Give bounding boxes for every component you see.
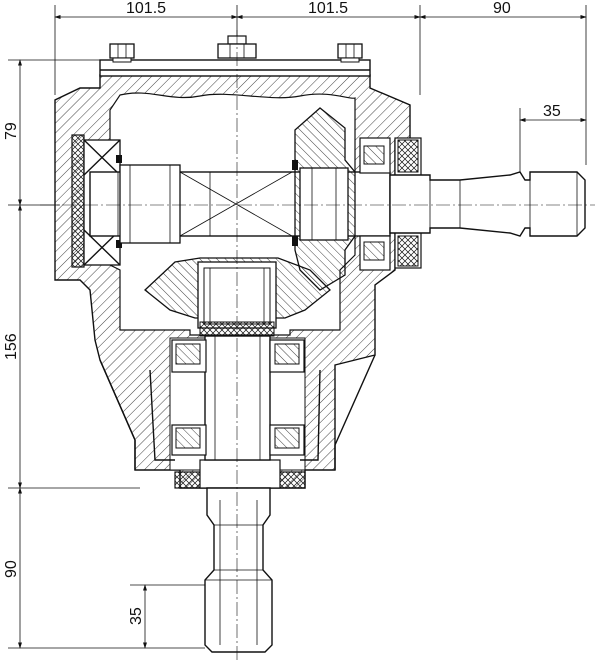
bottom-output-shaft <box>204 487 273 653</box>
center-lines <box>40 30 595 660</box>
dim-left-upper: 79 <box>3 122 20 140</box>
dim-bottom-shaft: 90 <box>3 560 20 578</box>
side-output-shaft <box>389 171 586 237</box>
dim-top-right: 101.5 <box>308 0 348 17</box>
bevel-gear-icon <box>292 107 356 291</box>
dim-side-key: 35 <box>543 103 561 120</box>
dim-bottom-key: 35 <box>128 607 145 625</box>
dim-top-left: 101.5 <box>126 0 166 17</box>
dim-left-lower: 156 <box>3 333 20 360</box>
tapered-roller-bearing-icon <box>171 339 305 456</box>
hex-bolt-icon <box>337 43 363 63</box>
dimension-lines <box>8 5 587 649</box>
vertical-shaft <box>204 335 271 461</box>
dim-top-shaft: 90 <box>493 0 511 17</box>
top-cover <box>99 59 371 77</box>
hex-bolt-icon <box>109 43 135 63</box>
